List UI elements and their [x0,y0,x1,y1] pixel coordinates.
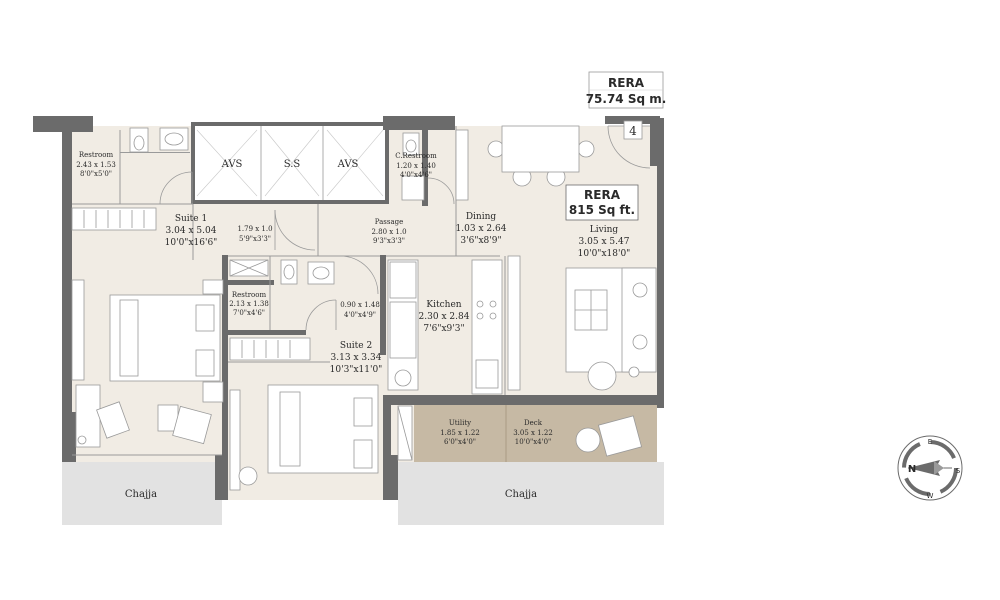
chajja-left-label: Chajja [125,489,157,500]
dining-table [487,125,595,187]
c-restroom-metric: 1.20 x 1.40 [396,162,436,170]
room-labels: Restroom 2.43 x 1.53 8'0"x5'0" C.Restroo… [76,151,630,500]
suite-1-name: Suite 1 [175,214,207,224]
living-metric: 3.05 x 5.47 [579,237,630,247]
dining-name: Dining [466,212,497,222]
suite-1-bed [109,279,224,403]
restroom-2-name: Restroom [232,291,267,299]
suite-1-study [75,384,212,448]
suite-2-imperial: 10'3"x11'0" [330,365,383,375]
chajja-right-area [398,462,664,525]
rera-top-area: 75.74 Sq m. [586,92,667,106]
shaft-area: AVS S.S AVS [191,122,389,204]
shaft-label-avs-1: AVS [221,159,243,170]
deck-metric: 3.05 x 1.22 [513,429,553,437]
passage-name: Passage [375,218,404,226]
suite-2-metric: 3.13 x 3.34 [331,353,382,363]
utility-imperial: 6'0"x4'0" [444,438,476,446]
deck-imperial: 10'0"x4'0" [515,438,552,446]
foyer-metric: 0.90 x 1.48 [340,301,380,309]
restroom-1-imperial: 8'0"x5'0" [80,170,112,178]
chajja-left-area [62,462,222,525]
restroom-1-metric: 2.43 x 1.53 [76,161,116,169]
living-imperial: 10'0"x18'0" [578,249,631,259]
kitchen-counters [387,255,521,395]
compass-n: N [908,464,916,475]
passage-imperial: 9'3"x3'3" [373,237,405,245]
walls [33,116,664,500]
restroom-2-imperial: 7'0"x4'6" [233,309,265,317]
c-restroom-fixtures [401,129,469,201]
compass-s: S [956,467,961,475]
dining-metric: 1.03 x 2.64 [456,224,507,234]
kitchen-imperial: 7'6"x9'3" [423,324,464,334]
compass-w: W [927,492,934,500]
shaft-label-avs-2: AVS [337,159,359,170]
utility-name: Utility [449,419,471,427]
shaft-label-ss: S.S [284,159,301,170]
utility-shelf [397,405,413,461]
living-sofa [565,267,657,391]
dining-imperial: 3'6"x8'9" [460,236,501,246]
rera-top-title: RERA [608,76,645,90]
rera-top-badge: RERA 75.74 Sq m. [586,71,667,109]
restroom-1-name: Restroom [79,151,114,159]
utility-metric: 1.85 x 1.22 [440,429,480,437]
deck-name: Deck [524,419,543,427]
deck-chair [575,415,643,457]
rera-inner-area: 815 Sq ft. [569,203,635,217]
passage-metric: 2.80 x 1.0 [371,228,406,236]
lobby-metric: 1.79 x 1.0 [237,225,272,233]
chajja-right-label: Chajja [505,489,537,500]
restroom-1-fixtures [120,127,190,153]
c-restroom-imperial: 4'0"x4'6" [400,171,432,179]
unit-number-marker: 4 [623,120,643,140]
unit-number: 4 [629,124,637,138]
rera-inner-badge: RERA 815 Sq ft. [565,184,639,221]
suite-2-furniture [229,337,379,491]
suite-1-metric: 3.04 x 5.04 [166,226,217,236]
kitchen-metric: 2.30 x 2.84 [419,312,470,322]
living-name: Living [590,225,619,235]
restroom-2-fixtures [229,259,335,285]
suite-1-wardrobe [71,207,157,381]
suite-1-imperial: 10'0"x16'6" [165,238,218,248]
lobby-imperial: 5'9"x3'3" [239,235,271,243]
foyer-imperial: 4'0"x4'9" [344,311,376,319]
suite-2-name: Suite 2 [340,341,372,351]
compass-icon: N S E W [897,435,963,501]
compass-e: E [928,438,932,446]
restroom-2-metric: 2.13 x 1.38 [229,300,269,308]
c-restroom-name: C.Restroom [395,152,437,160]
rera-inner-title: RERA [584,188,621,202]
kitchen-name: Kitchen [426,300,461,310]
